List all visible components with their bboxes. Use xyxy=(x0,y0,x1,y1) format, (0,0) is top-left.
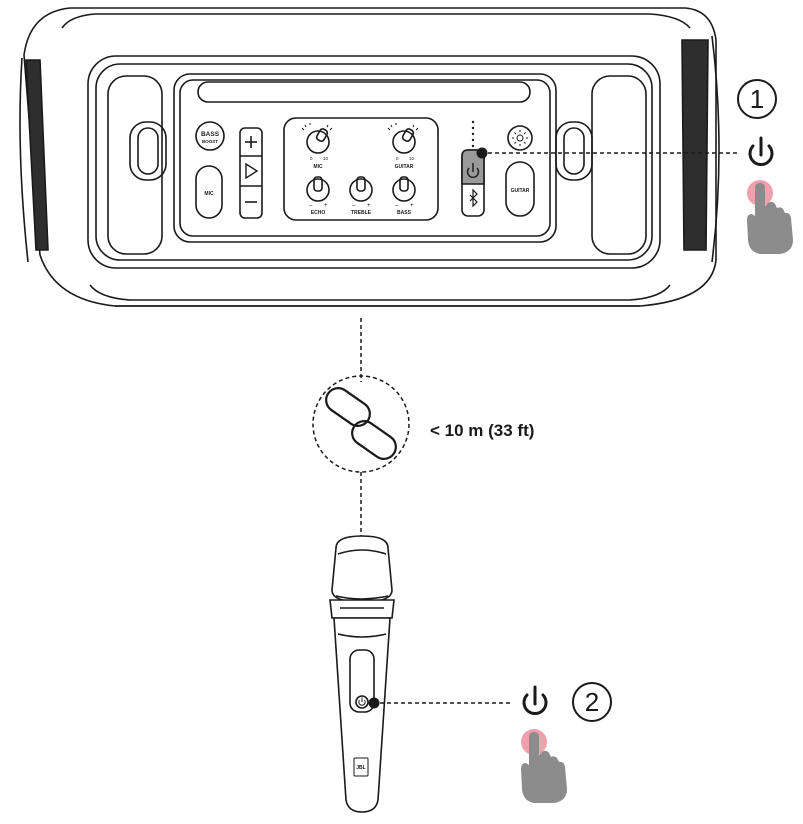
treble-minus: – xyxy=(352,203,356,209)
guitar-button-label: GUITAR xyxy=(511,188,530,194)
power-icon xyxy=(358,697,366,706)
mic-button-label: MIC xyxy=(204,191,214,197)
bass-plus: + xyxy=(410,203,414,209)
light-icon xyxy=(512,130,528,146)
speaker-top-ridge xyxy=(95,13,691,29)
link-range-circle xyxy=(312,375,410,473)
mic-ring xyxy=(329,599,395,619)
bass-minus: – xyxy=(395,203,399,209)
guitar-scale-min: 0 xyxy=(396,156,399,161)
power-icon xyxy=(466,163,480,178)
play-icon xyxy=(245,162,259,180)
left-strap-loop xyxy=(129,121,167,181)
speaker-power-callout xyxy=(476,136,793,254)
left-handle-pocket xyxy=(107,75,163,255)
mic-scale-max: 10 xyxy=(323,156,329,161)
speaker-power-marker xyxy=(476,147,488,159)
speaker-bottom-ridge xyxy=(89,284,671,301)
mic-power-marker xyxy=(368,697,380,709)
treble-knob[interactable] xyxy=(349,176,373,202)
mic-knob-label: MIC xyxy=(313,164,323,170)
microphone: JBL xyxy=(329,535,395,813)
mic-power-callout xyxy=(368,685,567,803)
mic-power-button[interactable] xyxy=(355,695,369,709)
step-2-number: 2 xyxy=(572,682,612,722)
hand-press-icon xyxy=(747,183,793,254)
treble-plus: + xyxy=(367,203,371,209)
bass-knob-label: BASS xyxy=(397,210,412,216)
bass-boost-label-2: BOOST xyxy=(202,139,218,144)
mic-knob[interactable] xyxy=(301,123,333,154)
power-icon xyxy=(522,685,548,715)
bass-boost-label: BASS xyxy=(201,131,220,138)
bluetooth-button[interactable] xyxy=(469,188,478,208)
mic-control-panel xyxy=(349,649,375,713)
speaker-recess xyxy=(87,55,661,269)
guitar-button[interactable]: GUITAR xyxy=(505,161,535,217)
mic-scale-min: 0 xyxy=(310,156,313,161)
top-slot xyxy=(197,81,531,103)
power-icon xyxy=(748,136,774,166)
mic-button[interactable]: MIC xyxy=(195,165,223,219)
left-grille xyxy=(19,57,49,263)
right-grille xyxy=(681,35,720,263)
echo-minus: – xyxy=(309,203,313,209)
bass-boost-button[interactable]: BASS BOOST xyxy=(195,121,225,151)
mic-brand-label: JBL xyxy=(356,765,365,771)
mic-handle xyxy=(333,617,391,813)
echo-knob-label: ECHO xyxy=(311,210,326,216)
mic-logo-badge xyxy=(353,757,369,777)
hand-press-icon xyxy=(521,732,567,803)
bluetooth-icon xyxy=(469,188,478,208)
distance-label: < 10 m (33 ft) xyxy=(430,421,535,440)
mic-grille xyxy=(331,535,393,603)
guitar-knob-label: GUITAR xyxy=(395,164,414,170)
battery-indicator xyxy=(471,120,475,148)
echo-knob[interactable] xyxy=(306,176,330,202)
step-1-number: 1 xyxy=(737,79,777,119)
speaker-body xyxy=(23,7,717,307)
speaker: BASS BOOST MIC 0 xyxy=(19,7,720,307)
guitar-scale-max: 10 xyxy=(409,156,415,161)
knob-cluster xyxy=(283,117,439,221)
echo-plus: + xyxy=(324,203,328,209)
volume-play-column xyxy=(239,127,263,219)
bass-knob[interactable] xyxy=(392,176,416,202)
play-button[interactable] xyxy=(245,162,259,180)
volume-up-button[interactable] xyxy=(245,136,257,148)
light-button[interactable] xyxy=(507,125,533,151)
link-icon xyxy=(325,387,397,460)
control-panel xyxy=(173,73,557,243)
treble-knob-label: TREBLE xyxy=(351,210,372,216)
guitar-knob[interactable] xyxy=(387,123,419,154)
